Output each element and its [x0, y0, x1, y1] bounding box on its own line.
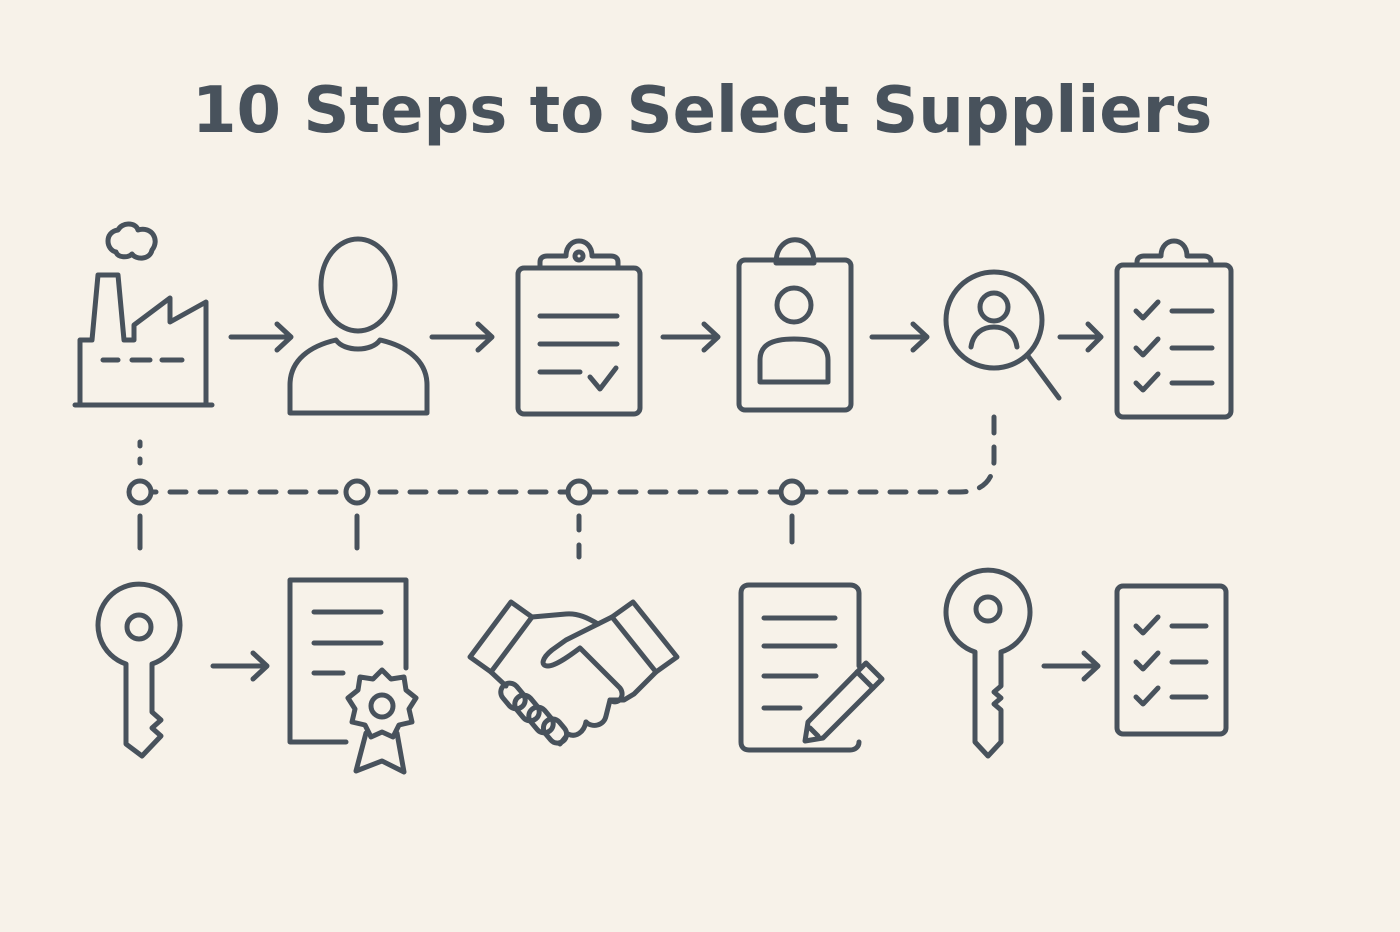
arrow-right — [1057, 321, 1104, 353]
connector-node — [343, 478, 371, 506]
person-icon — [287, 236, 430, 416]
connector-node — [565, 478, 593, 506]
factory-icon — [72, 221, 215, 408]
dashed-connector — [137, 409, 997, 560]
diagram-title: 10 Steps to Select Suppliers — [192, 74, 1213, 148]
id-badge-icon — [736, 237, 854, 413]
certificate-icon — [287, 577, 419, 775]
key-icon — [943, 567, 1033, 759]
arrow-right — [869, 321, 930, 353]
checklist-icon — [1114, 583, 1229, 737]
connector-node — [778, 478, 806, 506]
arrow-right — [1041, 650, 1101, 682]
search-person-icon — [943, 269, 1062, 401]
arrow-right — [228, 321, 294, 353]
arrow-right — [210, 650, 270, 682]
document-edit-icon — [738, 582, 885, 753]
handshake-icon — [467, 599, 680, 747]
key-icon — [95, 581, 183, 759]
arrow-right — [429, 321, 495, 353]
clipboard-check-icon — [515, 238, 643, 417]
clipboard-checklist-icon — [1114, 238, 1234, 420]
connector-node — [126, 478, 154, 506]
arrow-right — [660, 321, 721, 353]
